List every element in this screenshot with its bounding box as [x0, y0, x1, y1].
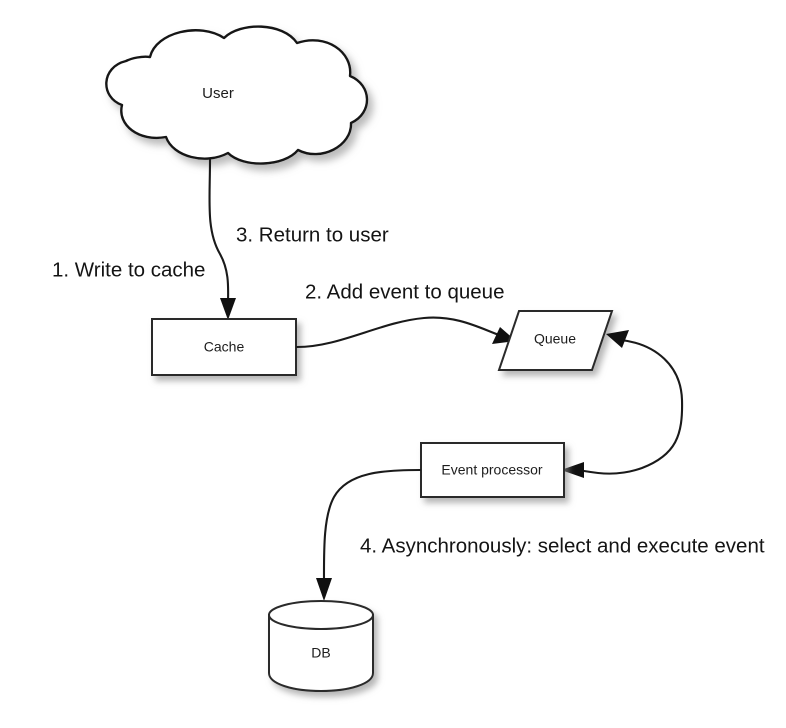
edge-eventprocessor-to-db-arrowhead	[316, 578, 332, 601]
edge-cache-to-queue	[295, 316, 516, 349]
node-queue-label: Queue	[534, 331, 576, 347]
edge-cache-to-queue-line	[295, 316, 501, 349]
edge-loop-arrowhead-into-queue	[606, 330, 629, 348]
node-db-shape	[268, 600, 374, 693]
node-user-label: User	[202, 85, 234, 102]
node-event-processor[interactable]: Event processor	[420, 442, 565, 498]
edge-user-to-cache-arrowhead	[220, 298, 236, 320]
edge-user-to-cache-line	[208, 158, 230, 307]
edge-eventprocessor-to-db-line	[322, 468, 422, 587]
step-label-3-return-to-user: 3. Return to user	[236, 223, 389, 246]
edge-loop-arrowhead-into-event-processor	[561, 462, 584, 478]
node-cache[interactable]: Cache	[151, 318, 297, 376]
node-user[interactable]: User	[105, 25, 369, 165]
node-cache-label: Cache	[204, 339, 245, 355]
node-event-processor-shape	[420, 442, 565, 498]
edge-queue-eventprocessor-loop	[561, 330, 684, 478]
node-queue-shape	[497, 310, 614, 371]
step-label-2-add-event-to-queue: 2. Add event to queue	[305, 280, 504, 303]
edge-user-to-cache	[208, 158, 236, 320]
step-label-1-write-to-cache: 1. Write to cache	[52, 258, 205, 281]
node-event-processor-label: Event processor	[441, 462, 542, 478]
node-db-label: DB	[311, 645, 330, 661]
edge-eventprocessor-to-db	[316, 468, 422, 601]
node-cache-shape	[151, 318, 297, 376]
step-label-4-asynchronously-select-and-execute-event: 4. Asynchronously: select and execute ev…	[360, 534, 765, 557]
node-db[interactable]: DB	[268, 600, 374, 693]
user-cloud-shape	[105, 25, 369, 165]
node-queue[interactable]: Queue	[497, 310, 614, 371]
edge-queue-eventprocessor-loop-line	[576, 338, 684, 475]
